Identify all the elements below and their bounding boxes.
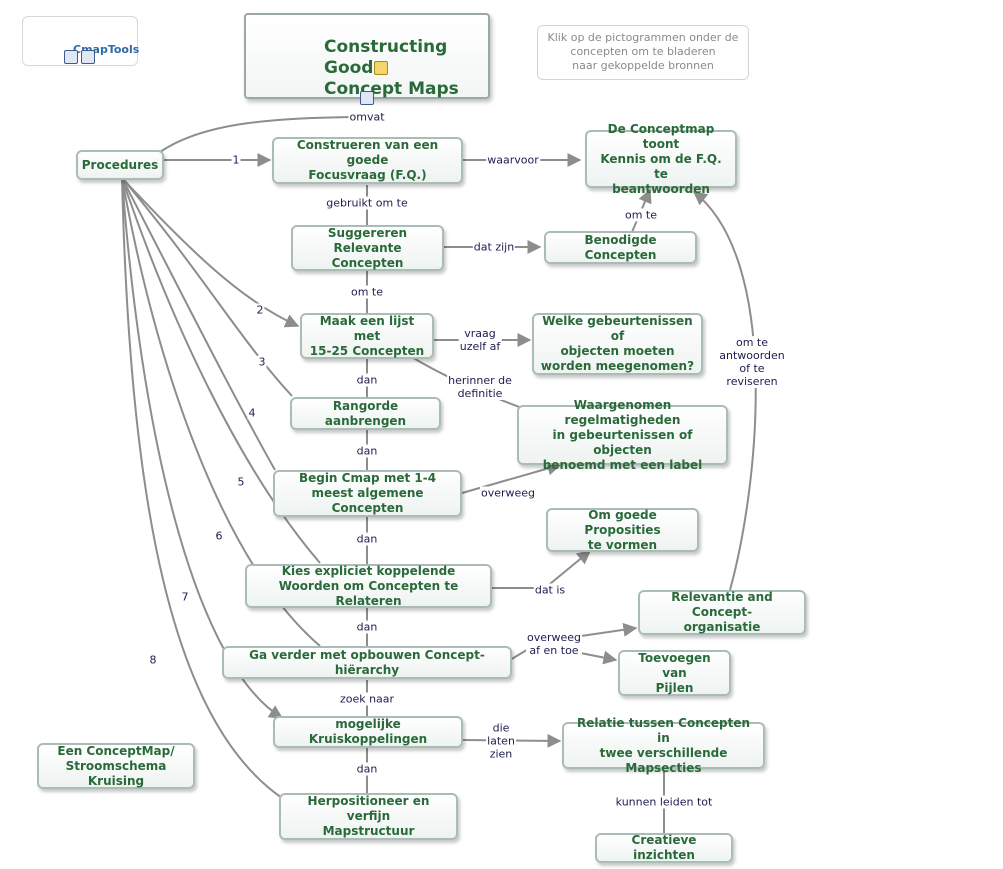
note-resource-icon[interactable] [374, 61, 388, 75]
link-line [121, 177, 284, 719]
link-line [492, 550, 592, 589]
cmap-resource-icon[interactable] [81, 50, 95, 64]
link-line [461, 461, 562, 494]
step-number: 5 [236, 475, 246, 489]
link-label-om-te: om te [349, 285, 385, 299]
node-benodigde[interactable]: Benodigde Concepten [544, 231, 697, 264]
document-resource-icon[interactable] [64, 50, 78, 64]
link-line [159, 116, 356, 153]
link-label-overweeg: overweeg [479, 486, 537, 500]
link-line [121, 177, 293, 397]
node-herpositioneer[interactable]: Herpositioneer en verfijn Mapstructuur [279, 793, 458, 840]
link-line [121, 177, 321, 564]
link-label-dan: dan [355, 532, 379, 546]
cmap-resource-icon[interactable] [360, 91, 374, 105]
node-stroomschema[interactable]: Een ConceptMap/ Stroomschema Kruising [37, 743, 195, 789]
link-line [121, 177, 283, 799]
node-procedures[interactable]: Procedures [76, 150, 164, 180]
step-number: 8 [148, 653, 158, 667]
link-label-herinner: herinner de definitie [447, 374, 513, 400]
node-conceptmap-toont[interactable]: De Conceptmap toont Kennis om de F.Q. te… [585, 122, 737, 196]
link-line [121, 177, 300, 328]
link-label-dan: dan [355, 620, 379, 634]
link-line [121, 177, 276, 471]
link-label-dan: dan [355, 373, 379, 387]
node-focusvraag[interactable]: Construeren van een goede Focusvraag (F.… [272, 137, 463, 184]
title-node: Constructing Good Concept Maps [244, 13, 490, 99]
node-rangorde[interactable]: Rangorde aanbrengen [290, 397, 441, 430]
link-label-omvat: omvat [348, 110, 386, 124]
node-creatieve[interactable]: Creatieve inzichten [595, 833, 733, 863]
link-label-dan: dan [355, 762, 379, 776]
link-label-dat-is: dat is [533, 583, 567, 597]
step-number: 6 [214, 529, 224, 543]
step-number: 3 [257, 355, 267, 369]
node-kruiskoppelingen[interactable]: mogelijke Kruiskoppelingen [273, 716, 463, 748]
node-kies[interactable]: Kies expliciet koppelende Woorden om Con… [245, 564, 492, 608]
node-proposities[interactable]: Om goede Proposities te vormen [546, 508, 699, 552]
node-welke[interactable]: Welke gebeurtenissen of objecten moeten … [532, 313, 703, 375]
link-label-vraag: vraag uzelf af [458, 327, 502, 353]
hint-note: Klik op de pictogrammen onder de concept… [537, 25, 749, 80]
node-toevoegen[interactable]: Toevoegen van Pijlen [618, 650, 731, 696]
step-number: 1 [231, 153, 241, 167]
node-waargenomen[interactable]: Waargenomen regelmatigheden in gebeurten… [517, 398, 728, 472]
link-label-die-laten-zien: die laten zien [486, 721, 516, 761]
link-label-dat-zijn: dat zijn [472, 240, 516, 254]
link-label-om-te: om te [623, 208, 659, 222]
link-label-gebruikt: gebruikt om te [325, 196, 409, 210]
link-line [692, 191, 757, 591]
node-relevantie[interactable]: Relevantie and Concept- organisatie [638, 590, 806, 635]
link-label-overweeg-af-en-toe: overweeg af en toe [525, 631, 583, 657]
step-number: 7 [180, 590, 190, 604]
node-lijst[interactable]: Maak een lijst met 15-25 Concepten [300, 313, 434, 359]
node-begin[interactable]: Begin Cmap met 1-4 meest algemene Concep… [273, 470, 462, 517]
link-label-zoek-naar: zoek naar [338, 692, 396, 706]
link-label-waarvoor: waarvoor [486, 153, 540, 167]
node-ga-verder[interactable]: Ga verder met opbouwen Concept-hiërarchy [222, 646, 512, 679]
link-label-dan: dan [355, 444, 379, 458]
link-label-kunnen-leiden-tot: kunnen leiden tot [614, 795, 714, 809]
step-number: 4 [247, 406, 257, 420]
link-label-om-te-antwoorden: om te antwoorden of te reviseren [718, 336, 786, 388]
cmaptools-logo: CmapTools [22, 16, 139, 66]
node-suggereren[interactable]: Suggereren Relevante Concepten [291, 225, 444, 271]
node-relatie[interactable]: Relatie tussen Concepten in twee verschi… [562, 716, 765, 775]
page-title: Constructing Good Concept Maps [324, 37, 459, 99]
step-number: 2 [255, 303, 265, 317]
